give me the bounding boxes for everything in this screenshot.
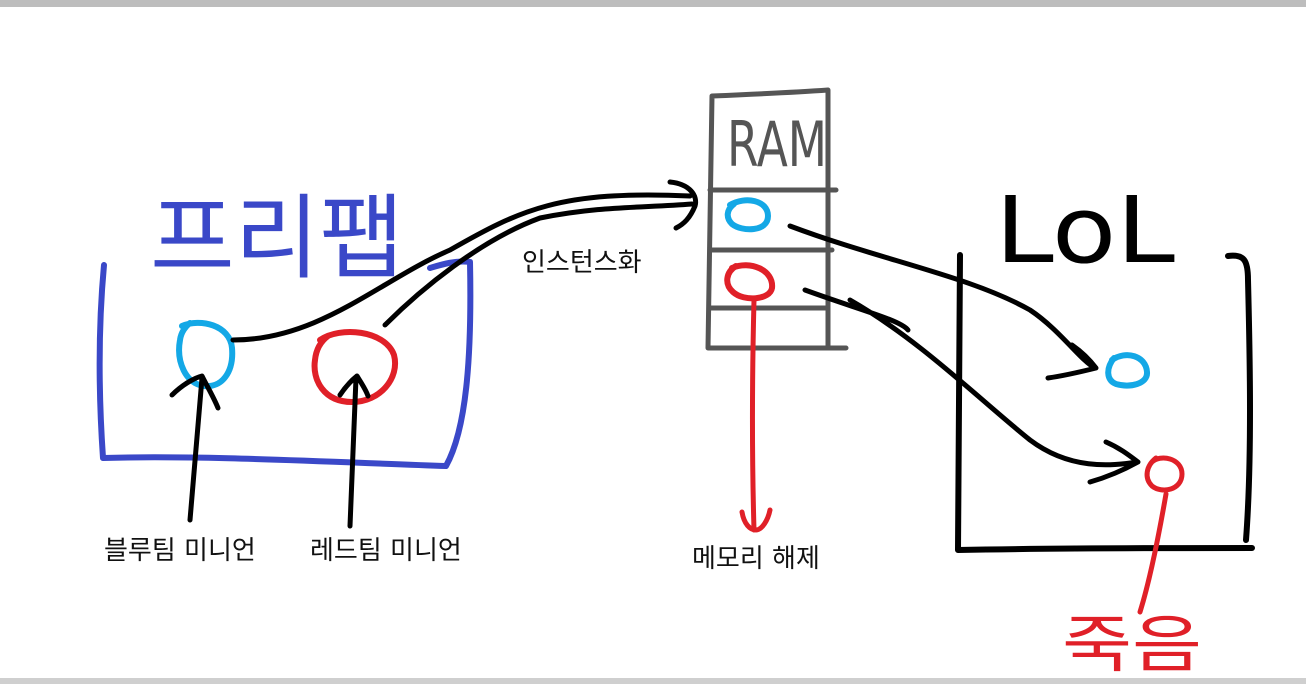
ram-red-slot (724, 262, 775, 302)
ram-blue-slot (724, 197, 771, 233)
bottom-bar (0, 678, 1306, 684)
death-label: 죽음 (1062, 608, 1202, 681)
prefab-box (96, 258, 474, 469)
lol-box (955, 252, 1255, 553)
ram-block (705, 87, 849, 351)
memory-free-line (739, 297, 773, 533)
prefab-title: 프리팹 (150, 185, 404, 292)
ram-to-lol-red-arrow (802, 287, 1141, 485)
ram-to-lol-blue-arrow (787, 223, 1099, 381)
red-minion-label: 레드팀 미니언 (310, 536, 462, 566)
lol-title: LoL (995, 177, 1175, 284)
arrow-red-label (337, 373, 371, 529)
ram-title: RAM (727, 108, 827, 181)
top-bar (0, 0, 1306, 7)
memory-free-label: 메모리 해제 (692, 544, 820, 574)
arrow-blue-label (169, 373, 221, 523)
instantiate-label: 인스턴스화 (522, 248, 642, 278)
death-line (1137, 491, 1169, 615)
instantiate-curve-blue (230, 192, 693, 343)
prefab-blue-minion (176, 319, 236, 390)
blue-minion-label: 블루팀 미니언 (104, 536, 256, 566)
instantiate-arrowhead (667, 179, 699, 231)
lol-blue-minion (1105, 352, 1150, 389)
lol-red-minion (1144, 455, 1185, 493)
instantiate-curve-red (382, 201, 695, 328)
